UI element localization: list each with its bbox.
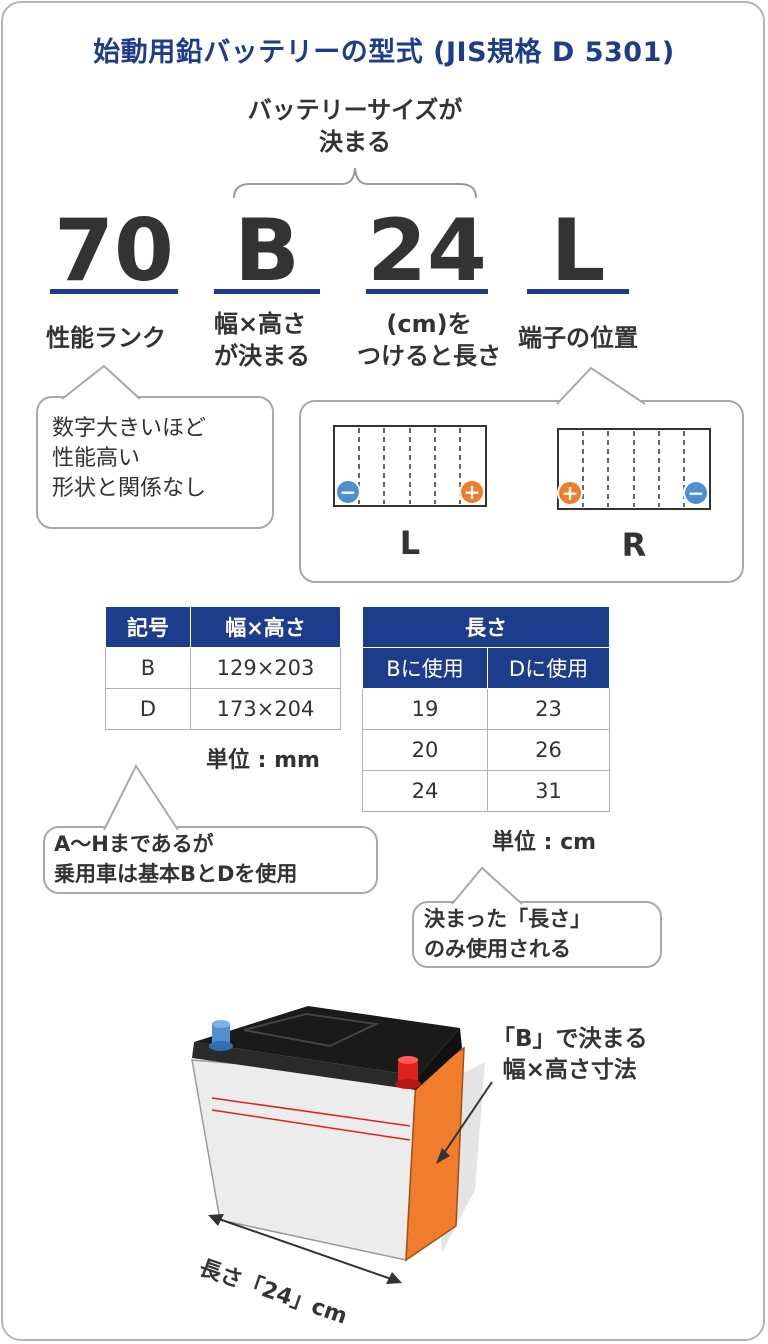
r-positive-terminal bbox=[557, 480, 583, 506]
width-table-cell: B bbox=[105, 647, 191, 689]
rank-note-bubble bbox=[36, 396, 274, 529]
length-table-header: 長さ bbox=[362, 606, 610, 648]
code-terminal: L bbox=[550, 201, 606, 301]
width-table-cell: 173×204 bbox=[190, 688, 341, 730]
underline-size bbox=[214, 289, 320, 294]
width-table-cell: 129×203 bbox=[190, 647, 341, 689]
underline-length bbox=[366, 289, 488, 294]
callout-pointer bbox=[436, 1081, 493, 1164]
diagram-l-label: L bbox=[399, 524, 421, 562]
length-arrow-line bbox=[215, 1217, 395, 1281]
length-arrow-head-right bbox=[386, 1272, 402, 1284]
l-positive-terminal bbox=[459, 479, 485, 505]
length-table-unit: 単位 : cm bbox=[492, 830, 597, 855]
length-table: 長さ Bに使用 Dに使用 19 23 20 26 24 31 bbox=[362, 606, 610, 812]
positive-post-icon bbox=[395, 1056, 421, 1089]
label-rank: 性能ランク bbox=[46, 324, 166, 352]
table-row: B 129×203 bbox=[105, 647, 341, 689]
width-table-header-symbol: 記号 bbox=[105, 606, 191, 648]
rank-note-line-1: 数字大きいほど bbox=[52, 416, 207, 441]
length-table-cell: 24 bbox=[362, 770, 488, 812]
code-rank: 70 bbox=[54, 201, 174, 301]
size-note-line-1: バッテリーサイズが bbox=[247, 96, 463, 124]
length-note: 決まった「長さ」 のみ使用される bbox=[424, 904, 591, 964]
table-row: 20 26 bbox=[362, 729, 610, 771]
table-row: D 173×204 bbox=[105, 688, 341, 730]
l-positive-sign: + bbox=[464, 480, 481, 504]
code-size: B bbox=[234, 201, 300, 301]
label-terminal: 端子の位置 bbox=[518, 324, 638, 352]
length-note-line-1: 決まった「長さ」 bbox=[424, 907, 592, 931]
r-negative-sign: − bbox=[688, 481, 705, 505]
battery-diagram-l: − + bbox=[333, 425, 487, 507]
label-size-line-1: 幅×高さ bbox=[214, 310, 307, 338]
rank-note: 数字大きいほど 性能高い 形状と関係なし bbox=[52, 414, 206, 504]
length-note-bubble bbox=[412, 901, 662, 968]
l-negative-sign: − bbox=[340, 480, 357, 504]
negative-post-icon bbox=[209, 1020, 233, 1051]
type-bubble-pointer bbox=[103, 763, 179, 832]
size-note: バッテリーサイズが 決まる bbox=[220, 94, 490, 158]
length-bubble-pointer bbox=[451, 866, 523, 906]
page-title: 始動用鉛バッテリーの型式 (JIS規格 D 5301) bbox=[93, 37, 675, 68]
width-table-header-size: 幅×高さ bbox=[190, 606, 341, 648]
r-negative-terminal bbox=[683, 480, 709, 506]
rank-note-line-3: 形状と関係なし bbox=[52, 476, 207, 501]
width-height-table: 記号 幅×高さ B 129×203 D 173×204 bbox=[105, 606, 341, 730]
label-size-line-2: が決まる bbox=[214, 342, 310, 370]
battery-diagram-r: + − bbox=[557, 428, 711, 510]
battery-illustration bbox=[191, 1006, 485, 1284]
diagram-r-label: R bbox=[621, 526, 647, 564]
battery-lid bbox=[194, 1006, 460, 1076]
code-length: 24 bbox=[367, 201, 487, 301]
width-table-unit: 単位 : mm bbox=[206, 748, 320, 773]
r-positive-sign: + bbox=[562, 481, 579, 505]
size-note-line-2: 決まる bbox=[319, 128, 391, 156]
length-table-cell: 26 bbox=[487, 729, 610, 771]
label-length: (cm)を つけると長さ bbox=[346, 308, 512, 372]
label-size: 幅×高さ が決まる bbox=[214, 308, 334, 372]
length-table-cell: 19 bbox=[362, 688, 488, 730]
battery-front-face bbox=[191, 1059, 417, 1261]
table-row: 24 31 bbox=[362, 770, 610, 812]
battery-callout: 「B」で決まる 幅×高さ寸法 bbox=[492, 1024, 648, 1086]
length-table-cell: 23 bbox=[487, 688, 610, 730]
length-table-subheader-b: Bに使用 bbox=[362, 647, 488, 689]
width-table-cell: D bbox=[105, 688, 191, 730]
rank-note-line-2: 性能高い bbox=[52, 446, 141, 471]
label-length-line-2: つけると長さ bbox=[357, 342, 501, 370]
type-note-line-1: A〜Hまであるが bbox=[54, 832, 214, 856]
underline-rank bbox=[50, 289, 178, 294]
size-brace bbox=[233, 167, 477, 199]
length-table-cell: 31 bbox=[487, 770, 610, 812]
label-length-line-1: (cm)を bbox=[386, 310, 472, 338]
terminal-bubble-pointer bbox=[556, 366, 646, 406]
underline-terminal bbox=[527, 289, 629, 294]
table-row: 19 23 bbox=[362, 688, 610, 730]
length-table-cell: 20 bbox=[362, 729, 488, 771]
l-negative-terminal bbox=[335, 479, 361, 505]
length-table-subheader-d: Dに使用 bbox=[487, 647, 610, 689]
length-note-line-2: のみ使用される bbox=[424, 937, 571, 961]
battery-callout-line-2: 幅×高さ寸法 bbox=[502, 1057, 637, 1083]
length-arrow-head-left bbox=[208, 1214, 224, 1226]
rank-bubble-pointer bbox=[61, 364, 141, 402]
battery-callout-line-1: 「B」で決まる bbox=[492, 1026, 648, 1052]
type-note-bubble bbox=[43, 826, 378, 894]
type-note: A〜Hまであるが 乗用車は基本BとDを使用 bbox=[54, 829, 297, 889]
type-note-line-2: 乗用車は基本BとDを使用 bbox=[54, 862, 298, 886]
